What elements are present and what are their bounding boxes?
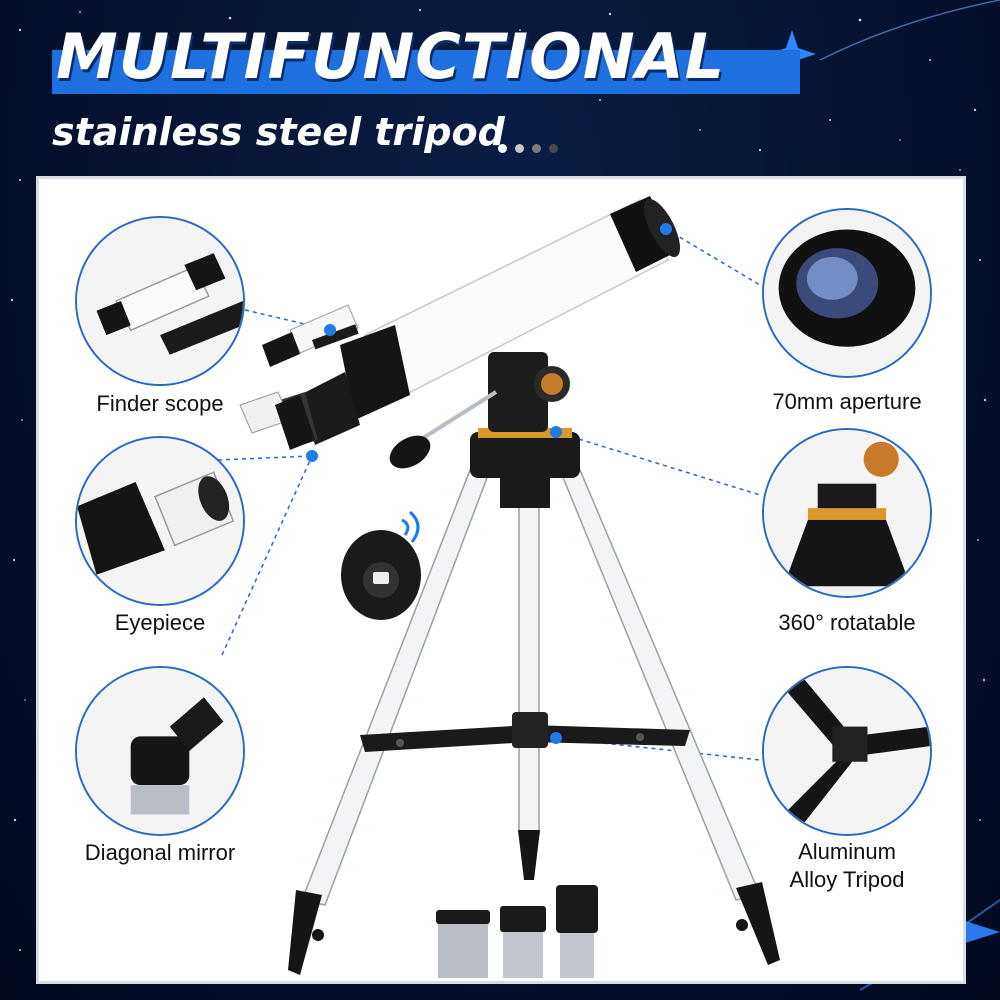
mount <box>389 352 580 508</box>
accessory-tray <box>360 712 690 752</box>
tripod-label-line1: Aluminum <box>798 839 896 864</box>
tripod-detail-circle <box>762 666 932 836</box>
telescope-tube <box>280 196 681 448</box>
finder-scope-detail-circle <box>75 216 245 386</box>
spare-eyepieces <box>436 885 598 978</box>
title-highlight-bar <box>52 50 800 94</box>
rotatable-detail-circle <box>762 428 932 598</box>
page-title: MULTIFUNCTIONAL <box>56 20 726 93</box>
tripod-label: Aluminum Alloy Tripod <box>752 838 942 894</box>
rotatable-label: 360° rotatable <box>778 610 916 635</box>
eyepiece-label: Eyepiece <box>114 610 206 635</box>
aperture-label: 70mm aperture <box>772 389 922 414</box>
bluetooth-remote <box>341 510 421 620</box>
eyepiece-detail-circle <box>75 436 245 606</box>
diagonal-mirror-detail-circle <box>75 666 245 836</box>
page-subtitle: stainless steel tripod <box>52 110 505 154</box>
eyepiece-diagonal <box>239 391 315 450</box>
tripod-legs <box>288 469 780 975</box>
diagonal-mirror-label: Diagonal mirror <box>84 840 236 865</box>
tripod-label-line2: Alloy Tripod <box>789 867 905 892</box>
finder-scope <box>262 304 359 367</box>
decorative-dots <box>498 140 566 158</box>
finder-scope-label: Finder scope <box>96 391 224 416</box>
aperture-detail-circle <box>762 208 932 378</box>
